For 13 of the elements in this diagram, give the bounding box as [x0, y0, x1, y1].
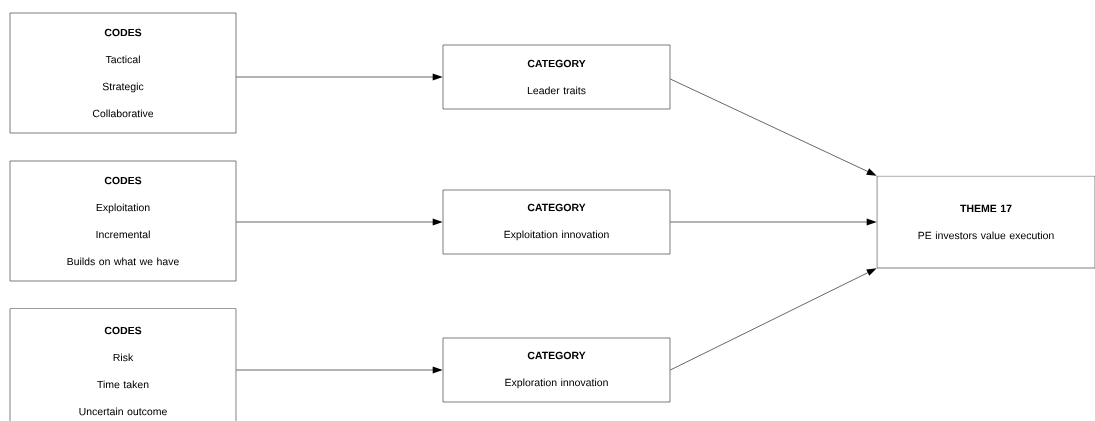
arrow	[236, 73, 443, 81]
code-box: CODES Risk Time taken Uncertain outcome	[9, 308, 237, 421]
arrow	[670, 218, 877, 226]
arrow	[670, 78, 877, 176]
code-box: CODES Exploitation Incremental Builds on what we have	[9, 160, 237, 282]
arrow	[670, 268, 877, 371]
arrow	[236, 366, 443, 374]
category-box: CATEGORY Exploration innovation	[442, 337, 671, 403]
category-box: CATEGORY Exploitation innovation	[442, 189, 671, 255]
arrow	[236, 218, 443, 226]
category-box: CATEGORY Leader traits	[442, 44, 671, 110]
theme-box: THEME 17 PE investors value execution	[876, 175, 1095, 269]
code-box: CODES Tactical Strategic Collaborative	[9, 12, 237, 134]
